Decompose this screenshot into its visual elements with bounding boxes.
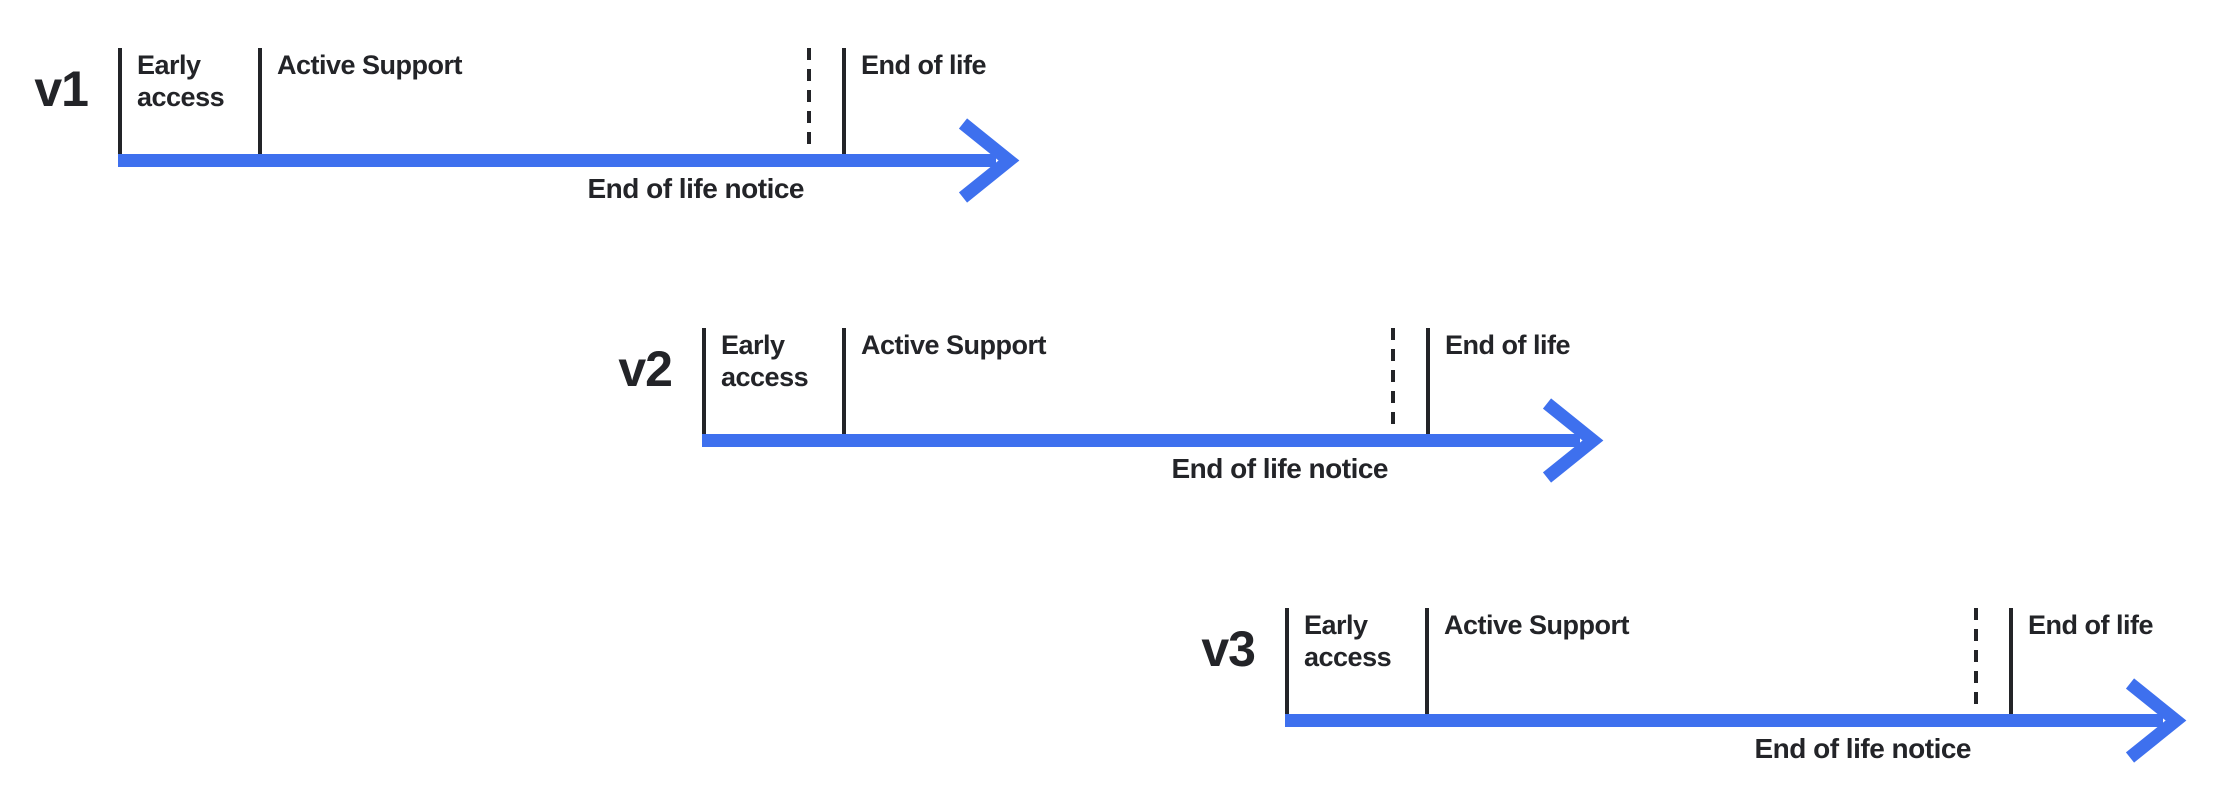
eol-notice-label: End of life notice xyxy=(1171,453,1388,484)
eol-notice-dashed-line xyxy=(807,48,811,150)
version-label: v1 xyxy=(34,61,89,117)
timeline-arrow-icon xyxy=(702,398,1604,483)
active-support-start-tick xyxy=(842,328,846,434)
timeline-arrow-icon xyxy=(118,118,1020,203)
active-support-label: Active Support xyxy=(277,50,463,80)
end-of-life-tick xyxy=(842,48,846,154)
timeline-v3: v3 Early access Active Support End of li… xyxy=(1201,608,2195,808)
eol-notice-label: End of life notice xyxy=(1754,733,1971,764)
end-of-life-label: End of life xyxy=(2028,610,2154,640)
eol-notice-label: End of life notice xyxy=(587,173,804,204)
early-access-start-tick xyxy=(702,328,706,434)
active-support-start-tick xyxy=(1425,608,1429,714)
version-label: v2 xyxy=(618,341,673,397)
active-support-label: Active Support xyxy=(861,330,1047,360)
timeline-v2: v2 Early access Active Support End of li… xyxy=(618,328,1612,528)
early-access-start-tick xyxy=(1285,608,1289,714)
end-of-life-label: End of life xyxy=(1445,330,1571,360)
end-of-life-label: End of life xyxy=(861,50,987,80)
early-access-start-tick xyxy=(118,48,122,154)
version-label: v3 xyxy=(1201,621,1256,677)
end-of-life-tick xyxy=(2009,608,2013,714)
eol-notice-dashed-line xyxy=(1974,608,1978,710)
early-access-label: Early access xyxy=(721,330,809,392)
early-access-label: Early access xyxy=(137,50,225,112)
eol-notice-dashed-line xyxy=(1391,328,1395,430)
timeline-arrow-icon xyxy=(1285,678,2187,763)
end-of-life-tick xyxy=(1426,328,1430,434)
active-support-label: Active Support xyxy=(1444,610,1630,640)
active-support-start-tick xyxy=(258,48,262,154)
timeline-v1: v1 Early access Active Support End of li… xyxy=(34,48,1028,248)
early-access-label: Early access xyxy=(1304,610,1392,672)
